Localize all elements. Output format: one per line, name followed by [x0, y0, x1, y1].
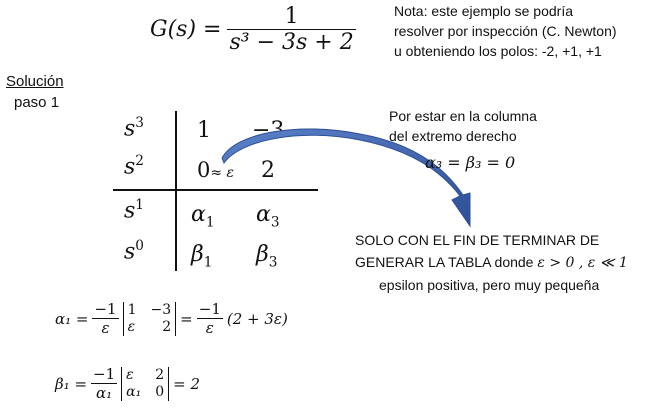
column-annotation-line-1: Por estar en la columna	[389, 108, 537, 124]
alpha-beta-zero-equation: α₃ = β₃ = 0	[425, 153, 516, 172]
epsilon-note: SOLO CON EL FIN DE TERMINAR DE GENERAR L…	[355, 229, 628, 296]
column-annotation-line-2: del extremo derecho	[389, 128, 517, 144]
solution-step: paso 1	[14, 94, 60, 111]
routh-row-power: s3	[124, 115, 144, 142]
transfer-function: G(s) = 1 s³ − 3s + 2	[150, 4, 356, 55]
routh-cell: α1	[191, 202, 215, 231]
note-line-1: Nota: este ejemplo se podría	[394, 3, 573, 19]
note-line-2: resolver por inspección (C. Newton)	[394, 23, 617, 39]
routh-cell: 1	[197, 118, 211, 143]
epsilon-note-line-2: GENERAR LA TABLA donde ε > 0 , ε ≪ 1	[355, 254, 628, 271]
transfer-function-denominator: s³ − 3s + 2	[229, 30, 354, 55]
note-block: Nota: este ejemplo se podría resolver po…	[394, 1, 617, 61]
transfer-function-numerator: 1	[284, 4, 299, 29]
routh-horizontal-line	[113, 189, 318, 191]
routh-vertical-line	[175, 111, 177, 271]
routh-row-power: s2	[124, 153, 144, 180]
routh-row-power: s1	[124, 197, 144, 224]
routh-row-power: s0	[124, 238, 144, 265]
routh-cell: β3	[256, 242, 278, 271]
column-annotation: Por estar en la columna del extremo dere…	[389, 106, 537, 146]
routh-cell: β1	[191, 242, 213, 271]
solution-title: Solución	[6, 73, 64, 90]
epsilon-note-line-1: SOLO CON EL FIN DE TERMINAR DE	[355, 232, 600, 248]
transfer-function-fraction: 1 s³ − 3s + 2	[227, 4, 356, 55]
routh-cell: α3	[256, 202, 280, 231]
routh-cell-zero-epsilon: 0≈ ε	[197, 158, 235, 182]
routh-cell: 2	[261, 158, 275, 183]
epsilon-note-line-3: epsilon positiva, pero muy pequeña	[379, 277, 600, 293]
note-line-3: u obteniendo los polos: -2, +1, +1	[394, 43, 602, 59]
transfer-function-lhs: G(s) =	[150, 17, 222, 42]
